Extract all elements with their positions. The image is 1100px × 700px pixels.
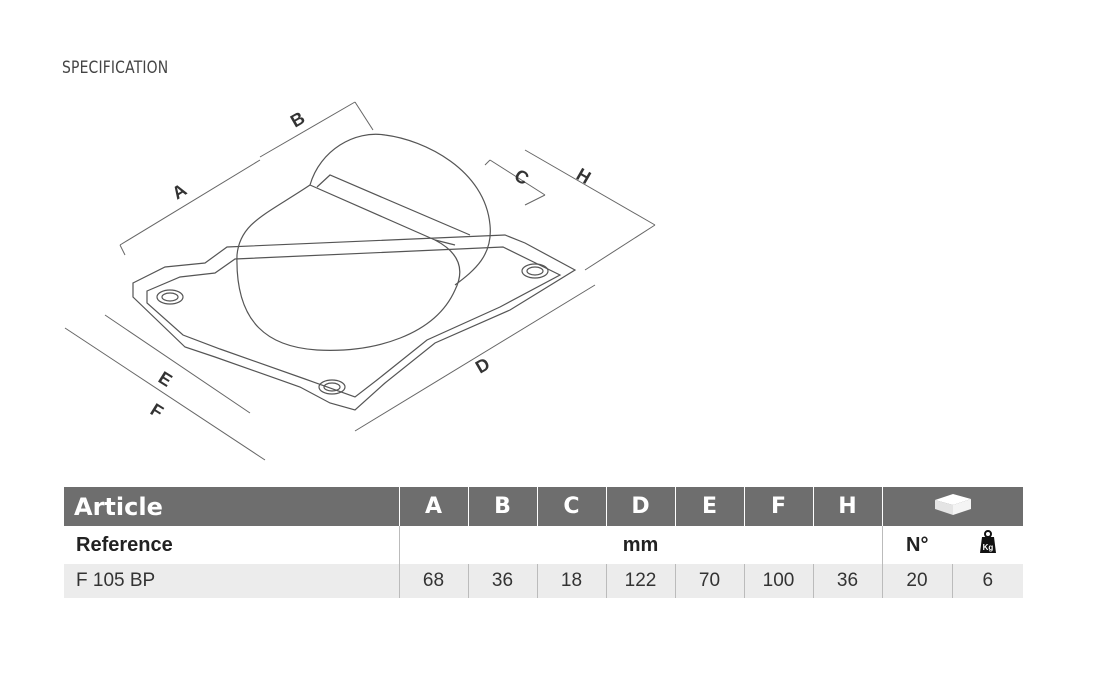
subheader-count: N° <box>881 526 952 564</box>
cell-weight: 6 <box>951 564 1023 598</box>
dim-label-a: A <box>169 180 191 204</box>
cell-b: 36 <box>467 564 537 598</box>
header-packaging <box>881 487 1023 526</box>
cell-d: 122 <box>605 564 675 598</box>
table-subheader-row: Reference mm N° Kg <box>64 526 1023 564</box>
subheader-weight: Kg <box>952 526 1023 564</box>
weight-kg-icon: Kg <box>979 530 996 553</box>
spec-table: Article A B C D E F H Reference mm N° Kg… <box>64 487 1023 598</box>
header-col-d: D <box>605 487 675 526</box>
hole-left <box>156 289 184 305</box>
subheader-unit: mm <box>398 526 882 564</box>
weight-icon-text: Kg <box>982 543 993 552</box>
table-header-row: Article A B C D E F H <box>64 487 1023 526</box>
hole-right <box>521 263 549 279</box>
dim-label-d: D <box>472 354 493 378</box>
cell-c: 18 <box>536 564 606 598</box>
header-article: Article <box>64 487 399 526</box>
base-plate <box>132 234 577 411</box>
cell-f: 100 <box>743 564 813 598</box>
header-col-e: E <box>674 487 744 526</box>
box-icon <box>934 493 971 515</box>
hole-bottom <box>318 379 346 395</box>
technical-drawing: A B C H D E F <box>64 101 656 461</box>
cell-count: 20 <box>881 564 952 598</box>
header-col-h: H <box>812 487 882 526</box>
cell-reference: F 105 BP <box>64 564 399 598</box>
dim-label-e: E <box>155 367 176 390</box>
section-title: SPECIFICATION <box>62 58 169 78</box>
dim-label-h: H <box>573 164 594 188</box>
header-col-a: A <box>398 487 468 526</box>
subheader-reference: Reference <box>76 533 173 556</box>
dim-label-b: B <box>287 108 308 132</box>
cell-h: 36 <box>812 564 882 598</box>
header-col-f: F <box>743 487 813 526</box>
table-row: F 105 BP 68 36 18 122 70 100 36 20 6 <box>64 564 1023 598</box>
header-col-b: B <box>467 487 537 526</box>
header-col-c: C <box>536 487 606 526</box>
dome <box>236 184 461 351</box>
cell-e: 70 <box>674 564 744 598</box>
cell-a: 68 <box>398 564 468 598</box>
dim-label-f: F <box>147 399 167 422</box>
